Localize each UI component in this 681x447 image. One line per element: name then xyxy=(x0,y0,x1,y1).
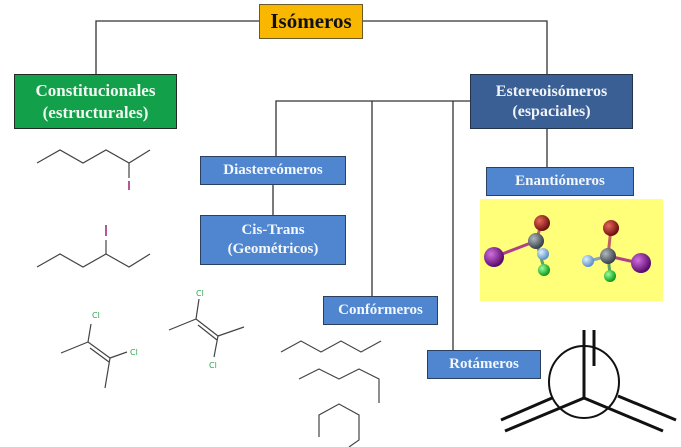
fluorine-atom xyxy=(537,248,549,260)
conformer-anti xyxy=(280,340,382,353)
carbon-atom xyxy=(600,248,616,264)
stereo-line2: (espaciales) xyxy=(512,102,591,120)
chlorine-label: Cl xyxy=(92,311,100,320)
diastereomers-label: Diastereómeros xyxy=(223,162,323,179)
chlorine-label: Cl xyxy=(209,361,217,370)
connector-root-stereo xyxy=(361,20,548,74)
trans-dichlorobutene-structure xyxy=(168,298,245,358)
chlorine-label: Cl xyxy=(130,348,138,357)
iodine-atom xyxy=(484,247,504,267)
chlorine-atom xyxy=(538,264,550,276)
root-label: Isómeros xyxy=(270,9,352,34)
conformer-structures xyxy=(280,340,382,447)
chlorine-atom xyxy=(604,270,616,282)
constitutional-box: Constitucionales (estructurales) xyxy=(14,74,177,129)
conformer-folded xyxy=(318,403,360,447)
iodohexane-structure xyxy=(36,149,151,190)
bromine-atom xyxy=(534,215,550,231)
cis-dichlorobutene-structure xyxy=(60,323,128,389)
stereo-line1: Estereoisómeros xyxy=(495,82,608,100)
iodo-3-hexane-structure xyxy=(36,225,151,268)
conformer-gauche xyxy=(298,368,380,403)
bromine-atom xyxy=(603,220,619,236)
conformers-box: Confórmeros xyxy=(323,296,438,325)
enantiomer-right-model xyxy=(582,220,651,282)
root-isomeros-box: Isómeros xyxy=(259,4,363,39)
rotamers-box: Rotámeros xyxy=(427,350,541,379)
fluorine-atom xyxy=(582,255,594,267)
connector-root-constitutional xyxy=(95,20,260,74)
enantiomer-left-model xyxy=(484,215,550,276)
enantiomers-label: Enantiómeros xyxy=(515,173,605,190)
diastereomers-box: Diastereómeros xyxy=(200,156,346,185)
newman-projection xyxy=(500,330,677,433)
rotamers-label: Rotámeros xyxy=(449,356,519,373)
iodine-atom xyxy=(631,253,651,273)
conformers-label: Confórmeros xyxy=(338,302,423,319)
connector-stereo-branches xyxy=(275,100,471,156)
constitutional-line1: Constitucionales xyxy=(35,81,156,101)
constitutional-line2: (estructurales) xyxy=(42,102,149,122)
enantiomers-box: Enantiómeros xyxy=(486,167,634,196)
carbon-atom xyxy=(528,233,544,249)
cistrans-line2: (Geométricos) xyxy=(227,241,319,257)
cistrans-line1: Cis-Trans xyxy=(241,222,305,239)
stereo-box: Estereoisómeros (espaciales) xyxy=(470,74,633,129)
cistrans-box: Cis-Trans (Geométricos) xyxy=(200,215,346,265)
chlorine-label: Cl xyxy=(196,289,204,298)
